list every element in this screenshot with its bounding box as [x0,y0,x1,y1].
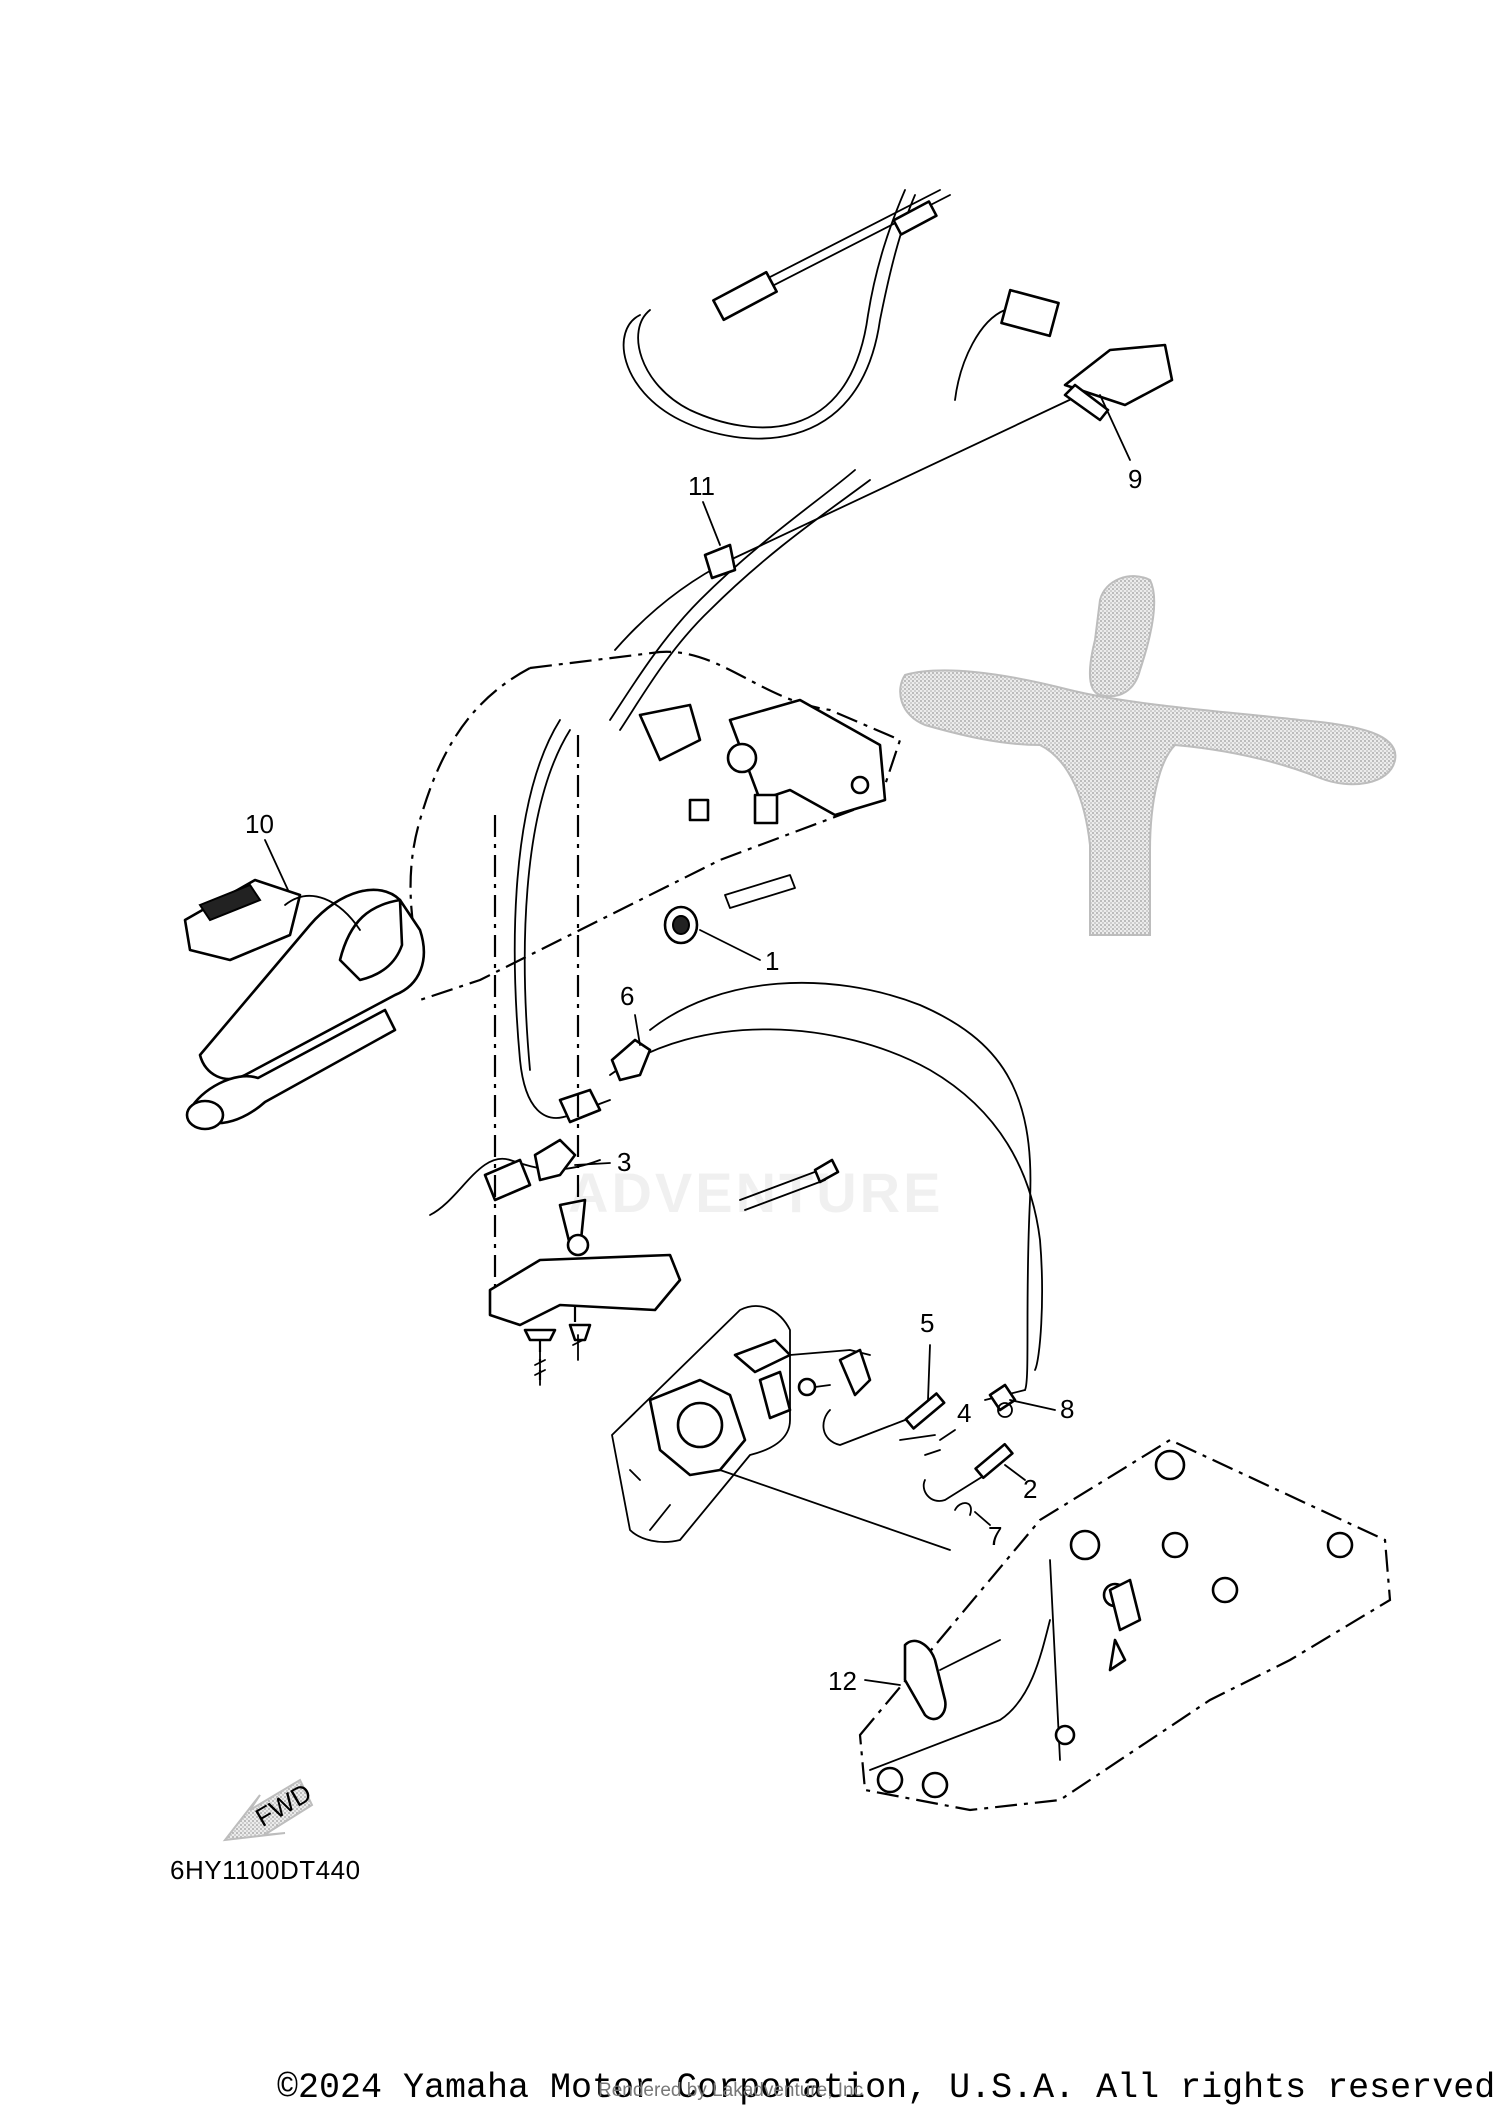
clip-part-8 [988,1383,1017,1418]
callout-2: 2 [1023,1474,1037,1504]
clip-part-7 [954,1502,972,1516]
callout-6: 6 [620,981,634,1011]
callout-12: 12 [828,1666,857,1696]
mounting-bracket [488,1198,682,1386]
fwd-arrow: FWD [222,1777,317,1842]
tiller-handle [185,650,902,1131]
callout-11: 11 [688,471,715,501]
callout-numbers: 1 2 3 4 5 6 7 8 9 10 11 12 [245,464,1142,1696]
steering-bracket-shadow [899,575,1397,936]
diagram-code: 6HY1100DT440 [170,1855,361,1885]
leader-lines [264,394,1131,1686]
clamp-part-6 [558,1038,652,1124]
grommet-part-1 [663,874,796,945]
cable-end-part-2 [922,1442,1014,1502]
callout-9: 9 [1128,464,1142,494]
callout-3: 3 [617,1147,631,1177]
copyright-text: ©2024 Yamaha Motor Corporation, U.S.A. A… [277,2068,1500,2108]
grommet-part-12 [903,1639,1001,1721]
clamp-part-3 [483,1138,577,1202]
callout-1: 1 [765,946,779,976]
gear-housing [611,1158,951,1551]
rendered-by-text: Rendered by Lakadventure, Inc [598,2080,864,2101]
bottom-cowling [858,1438,1392,1812]
stop-switch-part-10 [183,878,361,962]
callout-4: 4 [957,1398,971,1428]
callout-5: 5 [920,1308,934,1338]
callout-7: 7 [988,1521,1002,1551]
pin-part-4 [899,1434,941,1456]
callout-10: 10 [245,809,274,839]
cable-bundle [609,189,1174,731]
cable-end-part-5 [822,1392,946,1446]
watermark-text: ADVENTURE [568,1161,944,1224]
fwd-label: FWD [250,1777,316,1833]
callout-8: 8 [1060,1394,1074,1424]
